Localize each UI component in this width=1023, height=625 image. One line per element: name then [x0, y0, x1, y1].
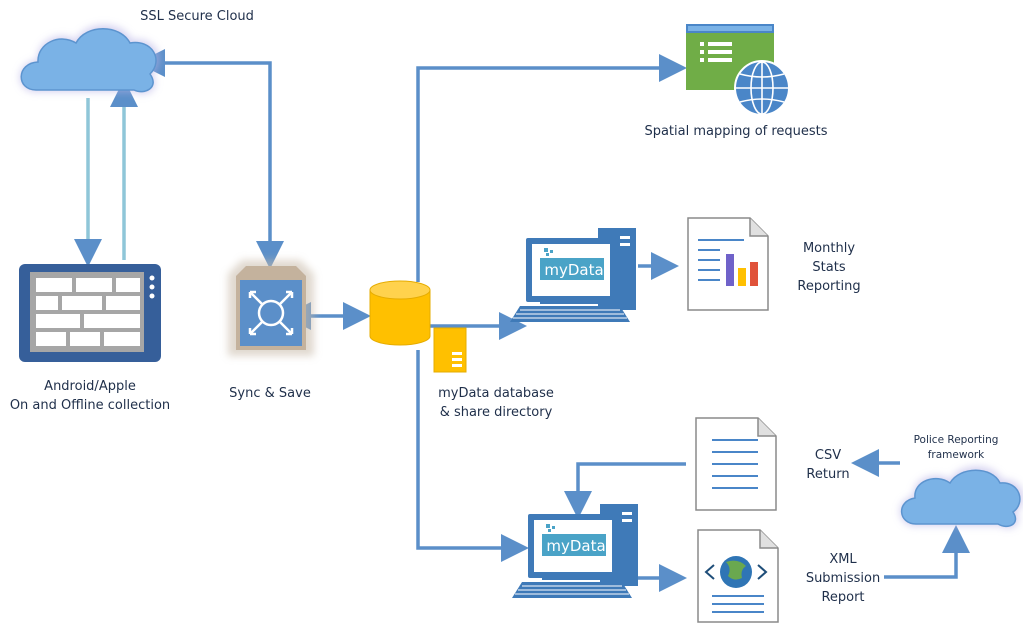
csv-label-line1: CSV: [815, 448, 841, 463]
computer-bottom-icon: [512, 504, 638, 598]
globe-icon: [734, 60, 790, 116]
csv-label-line2: Return: [806, 467, 849, 482]
xml-document-icon: [697, 529, 779, 623]
connector-csv-computer: [564, 462, 686, 519]
police-label-line2: framework: [928, 449, 985, 461]
connector-cloud-sync: [137, 49, 284, 269]
cloud-label: SSL Secure Cloud: [140, 9, 254, 24]
share-directory-icon: [433, 327, 467, 373]
connector-db-computer-bottom: [416, 350, 529, 562]
tablet-icon: [19, 264, 161, 362]
xml-label-line3: Report: [821, 590, 864, 605]
db-label-line1: myData database: [438, 386, 554, 401]
device-label-line1: Android/Apple: [44, 379, 136, 394]
database-icon: [369, 280, 431, 346]
device-label-line2: On and Offline collection: [10, 398, 170, 413]
csv-document-icon: [695, 417, 777, 511]
db-label-line2: & share directory: [440, 405, 553, 420]
connector-xml-police: [884, 525, 970, 579]
computer-top-icon: [510, 228, 636, 322]
spatial-label: Spatial mapping of requests: [644, 124, 827, 139]
xml-label-line1: XML: [829, 552, 857, 567]
sync-label: Sync & Save: [229, 386, 311, 401]
police-label-line1: Police Reporting: [914, 434, 999, 446]
cloud-icon: [19, 25, 160, 94]
computer-bottom-brand: myData: [546, 537, 605, 555]
connectors: [74, 49, 970, 592]
stats-label-line2: Stats: [812, 260, 845, 275]
xml-label-line2: Submission: [806, 571, 880, 586]
stats-label-line1: Monthly: [803, 241, 855, 256]
computer-top-brand: myData: [544, 261, 603, 279]
sync-save-icon: [228, 260, 314, 356]
police-cloud-icon: [900, 466, 1023, 529]
stats-report-icon: [687, 217, 769, 311]
connector-db-spatial: [416, 54, 687, 282]
stats-label-line3: Reporting: [797, 279, 860, 294]
